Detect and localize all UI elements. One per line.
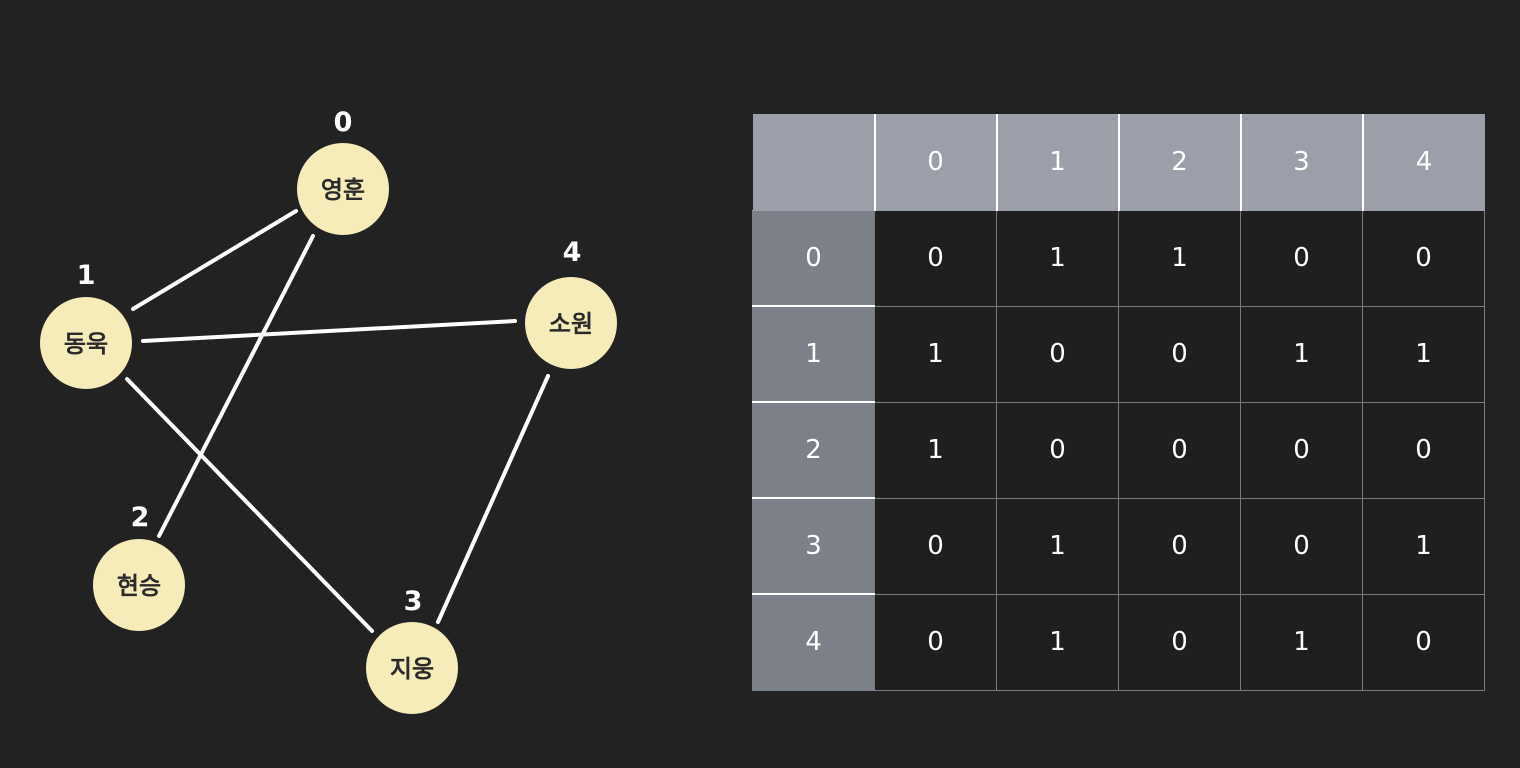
matrix-corner-cell <box>752 114 875 211</box>
edge-3-4 <box>436 374 550 624</box>
matrix-cell: 0 <box>1118 305 1241 403</box>
node-index-label: 1 <box>77 260 96 291</box>
graph-diagram: 0 영훈 1 동욱 2 현승 3 지웅 4 소원 <box>40 107 617 714</box>
matrix-cell: 0 <box>996 401 1119 499</box>
matrix-cell: 0 <box>1240 497 1363 595</box>
node-index-label: 0 <box>334 107 353 138</box>
matrix-row: 1 1 0 0 1 1 <box>752 305 1485 403</box>
matrix-cell: 0 <box>1118 401 1241 499</box>
matrix-header-row: 0 1 2 3 4 <box>752 114 1485 211</box>
matrix-row: 0 0 1 1 0 0 <box>752 209 1485 307</box>
matrix-cell: 1 <box>1362 497 1485 595</box>
matrix-cell: 1 <box>996 593 1119 691</box>
node-0[interactable]: 0 영훈 <box>297 107 389 235</box>
matrix-cell: 0 <box>1118 497 1241 595</box>
matrix-cell: 1 <box>1240 593 1363 691</box>
node-name-label: 현승 <box>117 572 161 600</box>
matrix-column-header: 0 <box>873 114 997 211</box>
matrix-row-header: 2 <box>752 402 875 499</box>
matrix-row: 3 0 1 0 0 1 <box>752 497 1485 595</box>
matrix-cell: 1 <box>874 401 997 499</box>
matrix-row-header: 4 <box>752 594 875 691</box>
edge-1-4 <box>141 319 517 343</box>
edge-1-3 <box>125 377 374 633</box>
matrix-cell: 0 <box>874 209 997 307</box>
matrix-column-header: 2 <box>1117 114 1241 211</box>
node-1[interactable]: 1 동욱 <box>40 260 132 389</box>
matrix-column-header: 4 <box>1361 114 1485 211</box>
node-index-label: 4 <box>563 237 582 268</box>
matrix-cell: 1 <box>874 305 997 403</box>
node-circle <box>40 297 132 389</box>
node-circle <box>525 277 617 369</box>
node-2[interactable]: 2 현승 <box>93 502 185 631</box>
matrix-cell: 0 <box>1362 401 1485 499</box>
node-circle <box>93 539 185 631</box>
matrix-row-header: 1 <box>752 306 875 403</box>
matrix-row: 2 1 0 0 0 0 <box>752 401 1485 499</box>
matrix-cell: 0 <box>996 305 1119 403</box>
node-name-label: 지웅 <box>390 655 434 683</box>
node-3[interactable]: 3 지웅 <box>366 586 458 714</box>
matrix-cell: 0 <box>874 497 997 595</box>
edge-0-1 <box>131 209 298 311</box>
node-circle <box>366 622 458 714</box>
edge-0-2 <box>157 234 315 538</box>
matrix-cell: 1 <box>1118 209 1241 307</box>
matrix-cell: 1 <box>1240 305 1363 403</box>
matrix-cell: 1 <box>996 209 1119 307</box>
matrix-row-header: 0 <box>752 210 875 307</box>
matrix-row-header: 3 <box>752 498 875 595</box>
matrix-cell: 0 <box>1362 209 1485 307</box>
node-circle <box>297 143 389 235</box>
matrix-column-header: 3 <box>1239 114 1363 211</box>
matrix-cell: 0 <box>1240 401 1363 499</box>
matrix-cell: 0 <box>1362 593 1485 691</box>
node-name-label: 영훈 <box>321 176 365 204</box>
matrix-cell: 0 <box>874 593 997 691</box>
node-index-label: 2 <box>131 502 150 533</box>
matrix-cell: 0 <box>1240 209 1363 307</box>
matrix-column-header: 1 <box>995 114 1119 211</box>
matrix-cell: 1 <box>1362 305 1485 403</box>
node-index-label: 3 <box>404 586 423 617</box>
adjacency-matrix: 0 1 2 3 4 0 0 1 1 0 0 1 1 0 0 1 1 2 1 0 … <box>752 114 1485 691</box>
matrix-row: 4 0 1 0 1 0 <box>752 593 1485 691</box>
matrix-cell: 0 <box>1118 593 1241 691</box>
node-4[interactable]: 4 소원 <box>525 237 617 369</box>
matrix-cell: 1 <box>996 497 1119 595</box>
node-name-label: 소원 <box>549 310 593 338</box>
node-name-label: 동욱 <box>64 330 108 358</box>
